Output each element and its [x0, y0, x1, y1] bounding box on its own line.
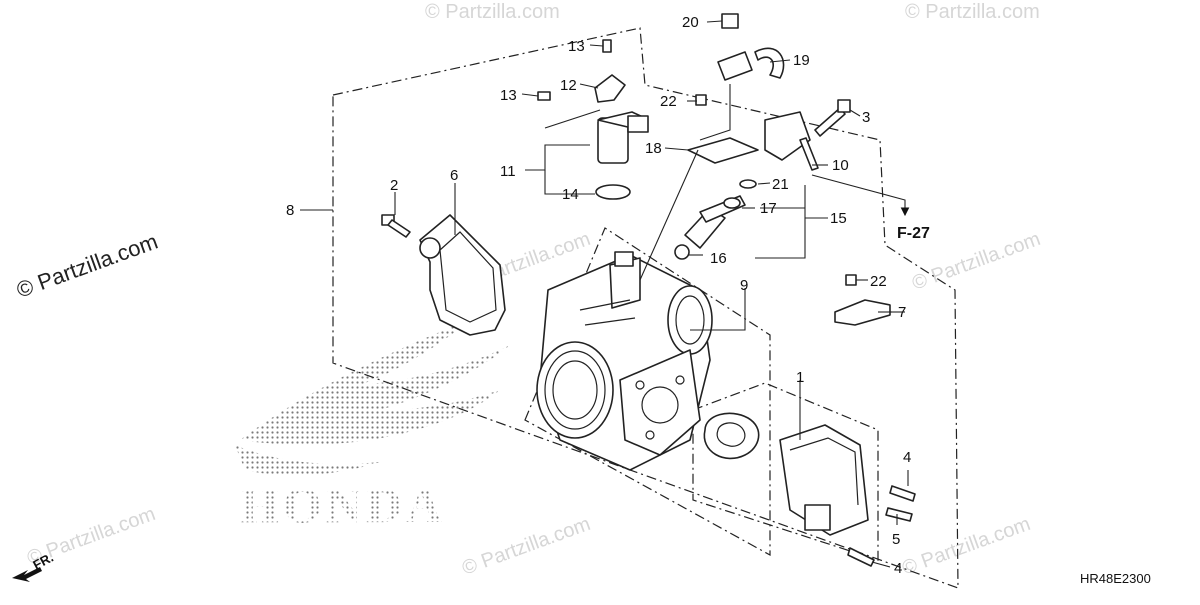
- callout-17: 17: [760, 200, 777, 217]
- honda-logo: HONDA: [235, 320, 510, 533]
- callout-2: 2: [390, 177, 398, 194]
- callout-3: 3: [862, 109, 870, 126]
- callout-13: 13: [568, 38, 585, 55]
- reference-label: F-27: [897, 225, 930, 242]
- callout-6: 6: [450, 167, 458, 184]
- throttle-body: [536, 251, 713, 471]
- throttle-cover: [419, 214, 506, 336]
- callout-12: 12: [560, 77, 577, 94]
- sensor-frame: [692, 382, 879, 561]
- watermark-layer: © Partzilla.com © Partzilla.com © Partzi…: [13, 1, 1043, 580]
- watermark-text: © Partzilla.com: [13, 229, 161, 303]
- callout-4: 4: [903, 449, 911, 466]
- wing-shape: [235, 445, 380, 476]
- gasket: [703, 412, 760, 460]
- callout-7: 7: [898, 304, 906, 321]
- callout-9: 9: [740, 277, 748, 294]
- watermark-text: © Partzilla.com: [425, 1, 560, 23]
- idle-sensor: [764, 99, 851, 171]
- throttle-position-sensor: [779, 424, 869, 536]
- callout-8: 8: [286, 202, 294, 219]
- watermark-text: © Partzilla.com: [459, 513, 593, 580]
- throttle-body-frame: [524, 227, 771, 557]
- assembly-frame: [332, 27, 959, 589]
- screws: [847, 485, 916, 567]
- callout-20: 20: [682, 14, 699, 31]
- callout-4: 4: [894, 560, 902, 577]
- callout-15: 15: [830, 210, 847, 227]
- callout-16: 16: [710, 250, 727, 267]
- plate-7: [834, 299, 891, 326]
- callout-22: 22: [870, 273, 887, 290]
- callout-22: 22: [660, 93, 677, 110]
- callout-14: 14: [562, 186, 579, 203]
- callout-10: 10: [832, 157, 849, 174]
- callout-19: 19: [793, 52, 810, 69]
- watermark-text: © Partzilla.com: [899, 513, 1033, 580]
- callout-5: 5: [892, 531, 900, 548]
- bolt-2: [381, 214, 411, 238]
- wing-shape: [240, 320, 510, 445]
- callout-18: 18: [645, 140, 662, 157]
- honda-wordmark: HONDA: [240, 477, 446, 533]
- diagram-code: HR48E2300: [1080, 571, 1151, 586]
- callout-1: 1: [796, 369, 804, 386]
- map-sensor: [537, 39, 649, 200]
- bracket-assembly: [687, 13, 857, 286]
- callout-21: 21: [772, 176, 789, 193]
- fuel-injector: [674, 179, 757, 260]
- callout-13: 13: [500, 87, 517, 104]
- callouts: 1 2 3 4 4 5 6 7 8 9 10 11 12 13 13 14 15…: [286, 14, 911, 577]
- leader-lines: [300, 20, 910, 568]
- arrow-icon: [12, 567, 42, 582]
- callout-11: 11: [500, 163, 516, 180]
- watermark-text: © Partzilla.com: [905, 1, 1040, 23]
